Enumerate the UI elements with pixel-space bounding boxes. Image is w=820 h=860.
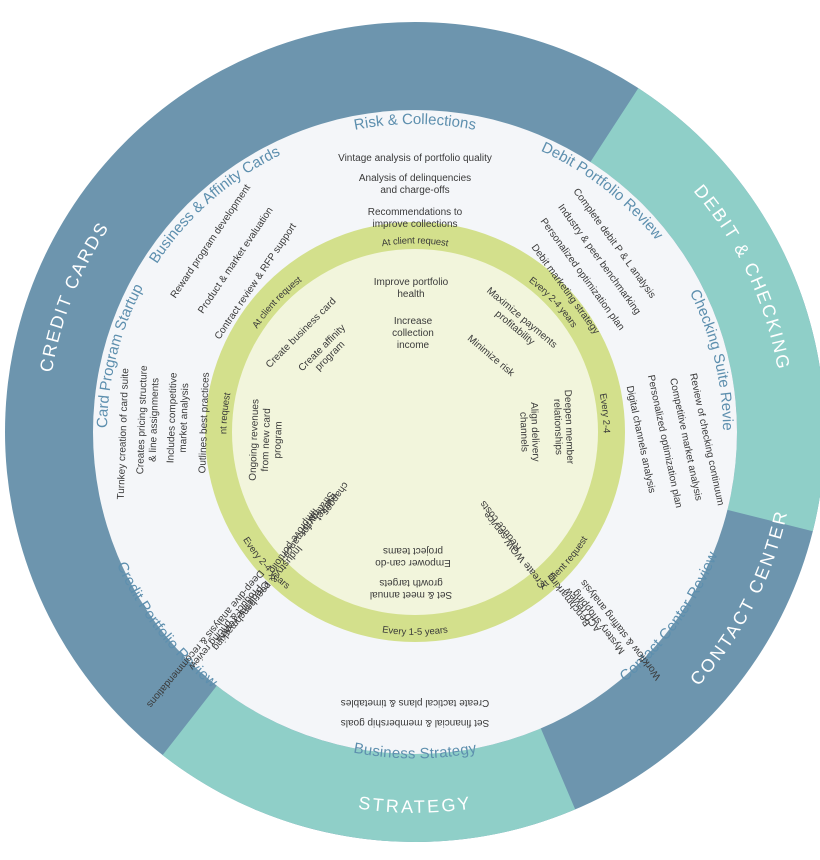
goal-card-revenues: Ongoing revenues [248,399,262,481]
business-strategy-items: Create tactical plans & timetables Set f… [341,697,489,728]
goal-card-revenues: program [272,421,284,459]
debit-checking-segment [590,88,820,532]
goal-collection-income: collection [392,328,434,339]
goal-project-teams: Empower can-do [375,557,451,568]
risk-item: Vintage analysis of portfolio quality [338,153,492,164]
strategy-segment [162,685,576,842]
goal-portfolio-health: Improve portfolio [374,277,449,288]
strategy-item: Create tactical plans & timetables [341,697,489,708]
startup-item: Creates pricing structure [135,365,150,475]
startup-item: & line assignments [148,378,162,462]
startup-item: Turnkey creation of card suite [116,368,132,500]
freq-top: At client request [381,235,450,249]
goal-collection-income: Increase [394,316,433,327]
goal-member-relationships: Deepen member [562,390,576,465]
strategy-item: Set financial & membership goals [341,717,489,728]
goal-member-relationships: relationships [551,399,564,456]
goal-portfolio-health: health [397,289,424,300]
goal-growth-targets: Set & meet annual [370,589,452,600]
goal-project-teams: project teams [383,545,443,556]
goal-delivery-channels: Align delivery [528,402,541,462]
risk-collections-title: Risk & Collections [353,111,478,134]
startup-item: Includes competitive [165,372,179,463]
risk-items: Vintage analysis of portfolio quality An… [338,153,492,230]
risk-item: Recommendations to [368,207,463,218]
risk-item: Analysis of delinquencies [359,173,471,184]
risk-item: and charge-offs [380,185,449,196]
card-startup-items: Turnkey creation of card suite Creates p… [116,365,212,500]
goal-card-revenues: from new card [260,408,273,472]
startup-item: Outlines best practices [197,372,212,473]
risk-item: improve collections [372,219,457,230]
core-goals-circle [232,249,598,615]
freq-bottom: Every 1-5 years [381,624,448,638]
startup-item: market analysis [178,383,191,453]
goal-growth-targets: growth targets [379,577,442,588]
goal-delivery-channels: channels [517,412,529,452]
goal-collection-income: income [397,340,430,351]
business-strategy-title: Business Strategy [352,740,478,763]
